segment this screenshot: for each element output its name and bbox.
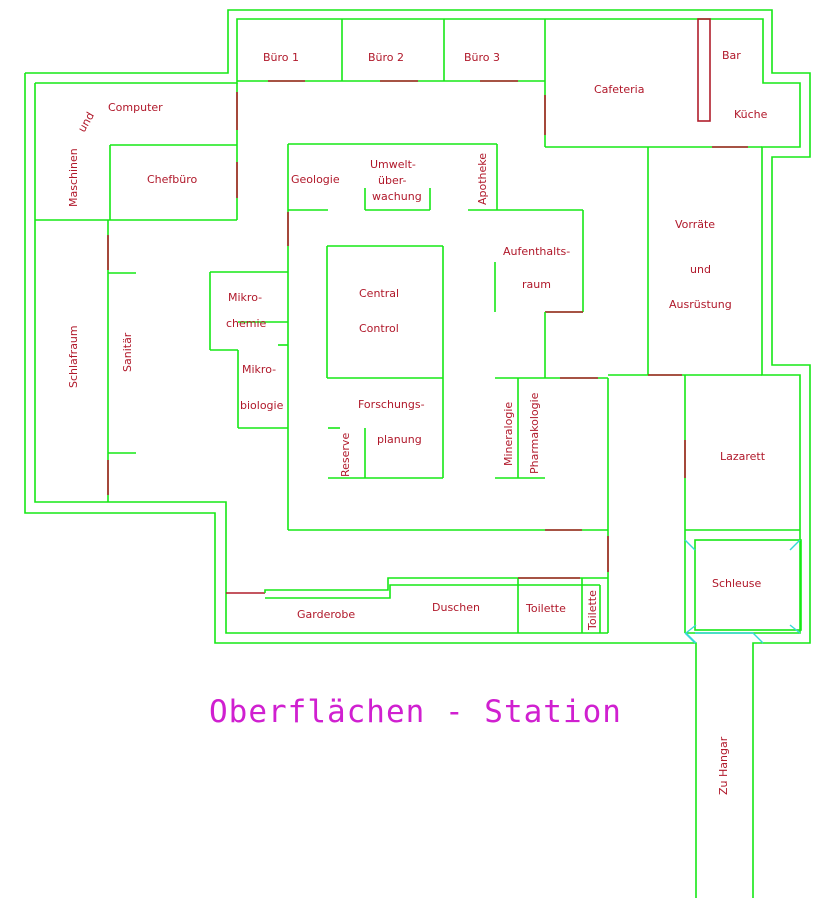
- label-garderobe: Garderobe: [297, 608, 355, 621]
- label-vorraete-2: und: [690, 263, 711, 276]
- outer-walls: [24, 9, 811, 898]
- room-labels: Büro 1 Büro 2 Büro 3 Cafeteria Bar Küche…: [67, 49, 768, 795]
- label-aufenthalt-1: Aufenthalts-: [503, 245, 570, 258]
- label-reserve: Reserve: [339, 433, 352, 477]
- label-schleuse: Schleuse: [712, 577, 762, 590]
- label-maschinen: Maschinen: [67, 148, 80, 207]
- label-central-2: Control: [359, 322, 399, 335]
- label-pharmakologie: Pharmakologie: [528, 392, 541, 474]
- right-wing: [608, 147, 802, 633]
- label-mikrobio-1: Mikro-: [242, 363, 276, 376]
- label-toilette-2: Toilette: [586, 590, 599, 631]
- label-vorraete-1: Vorräte: [675, 218, 715, 231]
- label-duschen: Duschen: [432, 601, 480, 614]
- label-schlafraum: Schlafraum: [67, 325, 80, 388]
- label-umwelt-3: wachung: [372, 190, 422, 203]
- label-apotheke: Apotheke: [476, 153, 489, 205]
- label-mikrochemie-2: chemie: [226, 317, 267, 330]
- label-toilette-1: Toilette: [525, 602, 566, 615]
- label-umwelt-1: Umwelt-: [370, 158, 416, 171]
- label-geologie: Geologie: [291, 173, 340, 186]
- label-central-1: Central: [359, 287, 399, 300]
- airlock-markers: [684, 539, 801, 644]
- label-forschung-1: Forschungs-: [358, 398, 425, 411]
- label-sanitaer: Sanitär: [121, 332, 134, 372]
- label-vorraete-3: Ausrüstung: [669, 298, 732, 311]
- label-buero2: Büro 2: [368, 51, 404, 64]
- label-bar: Bar: [722, 49, 741, 62]
- label-buero1: Büro 1: [263, 51, 299, 64]
- label-aufenthalt-2: raum: [522, 278, 551, 291]
- left-wing: [35, 83, 238, 502]
- label-chefbuero: Chefbüro: [147, 173, 198, 186]
- label-mineralogie: Mineralogie: [502, 402, 515, 466]
- plan-title: Oberflächen - Station: [209, 694, 622, 730]
- label-und: und: [75, 110, 97, 135]
- label-kueche: Küche: [734, 108, 768, 121]
- label-umwelt-2: über-: [378, 174, 407, 187]
- label-buero3: Büro 3: [464, 51, 500, 64]
- label-lazarett: Lazarett: [720, 450, 766, 463]
- label-mikrobio-2: biologie: [240, 399, 284, 412]
- bottom-row: [226, 577, 608, 633]
- label-cafeteria: Cafeteria: [594, 83, 644, 96]
- top-offices: [237, 18, 762, 148]
- label-mikrochemie-1: Mikro-: [228, 291, 262, 304]
- inner-ring: [209, 143, 609, 633]
- label-computer: Computer: [108, 101, 163, 114]
- label-forschung-2: planung: [377, 433, 422, 446]
- label-hangar: Zu Hangar: [717, 736, 730, 795]
